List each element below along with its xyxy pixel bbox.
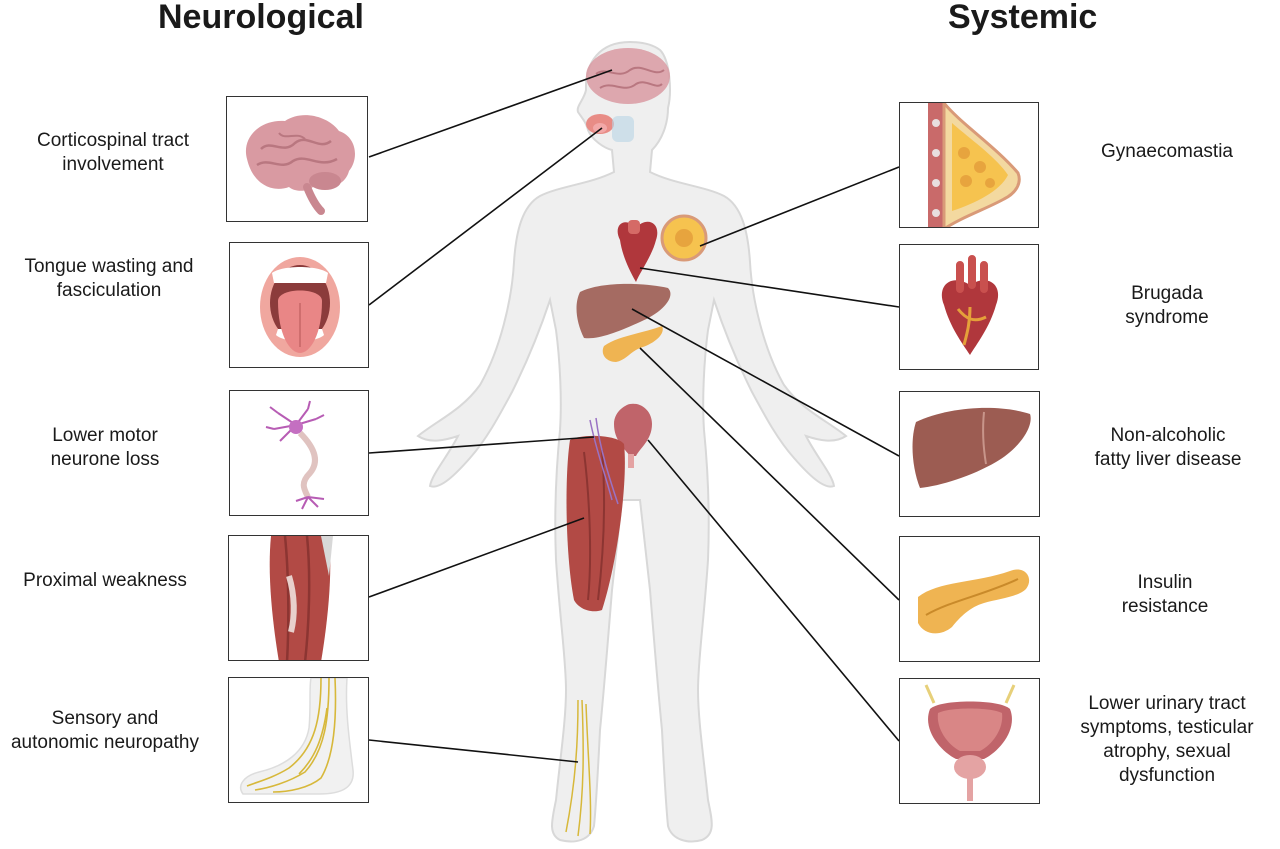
brain-icon [227,97,368,222]
body-thigh-muscle [567,418,625,611]
panel-foot [228,677,369,803]
panel-heart [899,244,1039,370]
panel-tongue [229,242,369,368]
pancreas-icon [900,537,1040,662]
panel-liver [899,391,1040,517]
body-brain [586,48,670,104]
heart-icon [900,245,1039,370]
label-gynaecomastia: Gynaecomastia [1062,140,1272,164]
panel-neuron [229,390,369,516]
panel-brain [226,96,368,222]
thigh-muscle-icon [229,536,369,661]
label-sensory-autonomic: Sensory and autonomic neuropathy [0,707,210,755]
label-lower-urinary: Lower urinary tract symptoms, testicular… [1062,692,1272,788]
panel-bladder [899,678,1040,804]
panel-pancreas [899,536,1040,662]
neuron-icon [230,391,369,516]
label-nafld: Non-alcoholic fatty liver disease [1062,424,1274,472]
breast-tissue-icon [900,103,1039,228]
bladder-prostate-icon [900,679,1040,804]
label-proximal-weakness: Proximal weakness [0,569,210,593]
label-corticospinal: Corticospinal tract involvement [8,129,218,177]
body-breast [662,216,706,260]
liver-icon [900,392,1040,517]
label-lower-motor-neurone: Lower motor neurone loss [0,424,210,472]
label-tongue-wasting: Tongue wasting and fasciculation [4,255,214,303]
mouth-tongue-icon [230,243,369,368]
foot-nerves-icon [229,678,369,803]
label-brugada: Brugada syndrome [1062,282,1272,330]
panel-muscle [228,535,369,661]
label-insulin-resistance: Insulin resistance [1062,571,1268,619]
panel-breast [899,102,1039,228]
